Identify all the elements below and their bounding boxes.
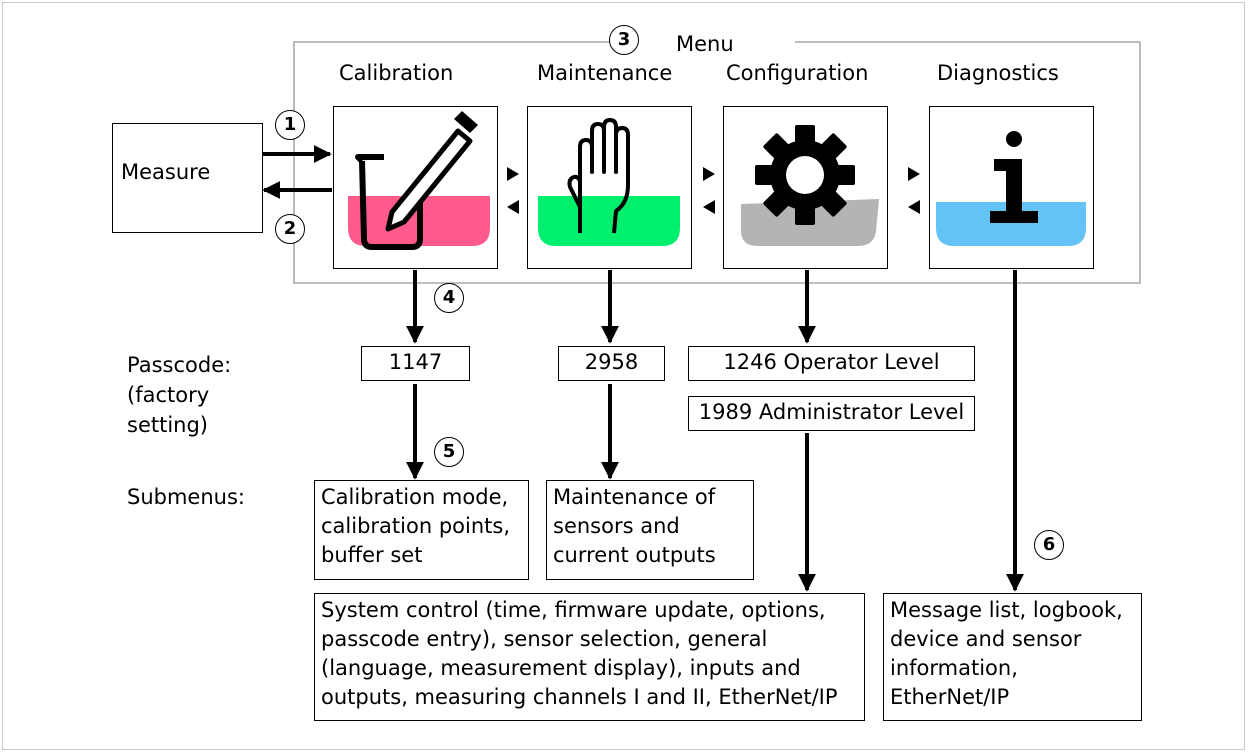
configuration-menu-tile[interactable] <box>723 106 888 269</box>
info-icon <box>936 131 1086 246</box>
calibration-menu-tile[interactable] <box>333 106 498 269</box>
submenu-configuration: System control (time, firmware update, o… <box>314 593 865 721</box>
measure-box[interactable]: Measure <box>112 123 263 233</box>
callout-1: 1 <box>275 110 305 140</box>
gear-icon <box>741 125 879 246</box>
measure-label: Measure <box>121 160 211 184</box>
calibration-icon <box>348 111 490 250</box>
menu-title: Menu <box>676 32 734 56</box>
callout-2: 2 <box>275 214 305 244</box>
column-title-calibration: Calibration <box>339 61 454 85</box>
maintenance-menu-tile[interactable] <box>527 106 692 269</box>
passcode-label: Passcode: (factory setting) <box>127 353 232 437</box>
diagnostics-menu-tile[interactable] <box>929 106 1094 269</box>
passcode-maintenance: 2958 <box>558 346 665 381</box>
nav-left-triangle-2 <box>703 200 715 214</box>
passcode-calibration: 1147 <box>361 346 470 381</box>
menu-group-border <box>293 41 1141 284</box>
hand-icon <box>538 118 680 246</box>
column-title-maintenance: Maintenance <box>537 61 673 85</box>
nav-left-triangle-3 <box>908 200 920 214</box>
nav-left-triangle-1 <box>507 200 519 214</box>
nav-right-triangle-3 <box>908 167 920 181</box>
nav-right-triangle-1 <box>507 167 519 181</box>
callout-3: 3 <box>609 25 639 55</box>
column-title-configuration: Configuration <box>726 61 869 85</box>
callout-4: 4 <box>434 283 464 313</box>
column-title-diagnostics: Diagnostics <box>937 61 1059 85</box>
submenus-label: Submenus: <box>127 485 245 509</box>
passcode-operator-level: 1246 Operator Level <box>688 346 975 381</box>
submenu-maintenance: Maintenance of sensors and current outpu… <box>546 480 754 580</box>
callout-6: 6 <box>1034 530 1064 560</box>
callout-5: 5 <box>434 437 464 467</box>
nav-right-triangle-2 <box>703 167 715 181</box>
submenu-diagnostics: Message list, logbook, device and sensor… <box>883 593 1142 721</box>
passcode-administrator-level: 1989 Administrator Level <box>688 396 975 431</box>
submenu-calibration: Calibration mode, calibration points, bu… <box>314 480 529 580</box>
